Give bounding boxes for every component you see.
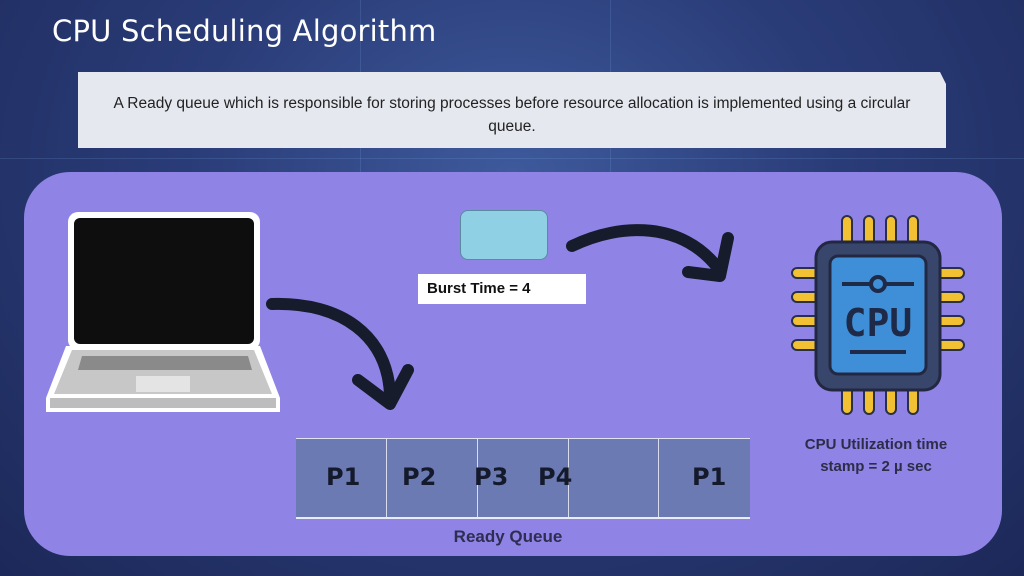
ready-queue-caption: Ready Queue [453,527,563,546]
cpu-chip-icon: CPU [791,215,965,415]
bg-grid-line [0,158,1024,159]
process-block [460,210,548,260]
description-text: A Ready queue which is responsible for s… [113,95,911,135]
queue-divider [386,439,387,517]
page-title: CPU Scheduling Algorithm [52,14,437,48]
queue-slot-p3: P3 [474,463,509,491]
queue-divider [568,439,569,517]
queue-slot-p1-repeat: P1 [692,463,727,491]
queue-divider [658,439,659,517]
ready-queue: P1 P2 P3 P4 P1 [296,438,750,519]
queue-slot-p1: P1 [326,463,361,491]
queue-slot-p4: P4 [538,463,573,491]
curved-arrow-icon [266,297,414,410]
cpu-chip-label: CPU [844,301,913,345]
curved-arrow-icon [566,224,734,282]
laptop-icon [46,212,280,412]
queue-slot-p2: P2 [402,463,437,491]
description-box: A Ready queue which is responsible for s… [78,72,946,148]
cpu-utilization-caption: CPU Utilization time stamp = 2 µ sec [804,436,948,475]
queue-divider [477,439,478,517]
burst-time-label: Burst Time = 4 [418,274,586,304]
